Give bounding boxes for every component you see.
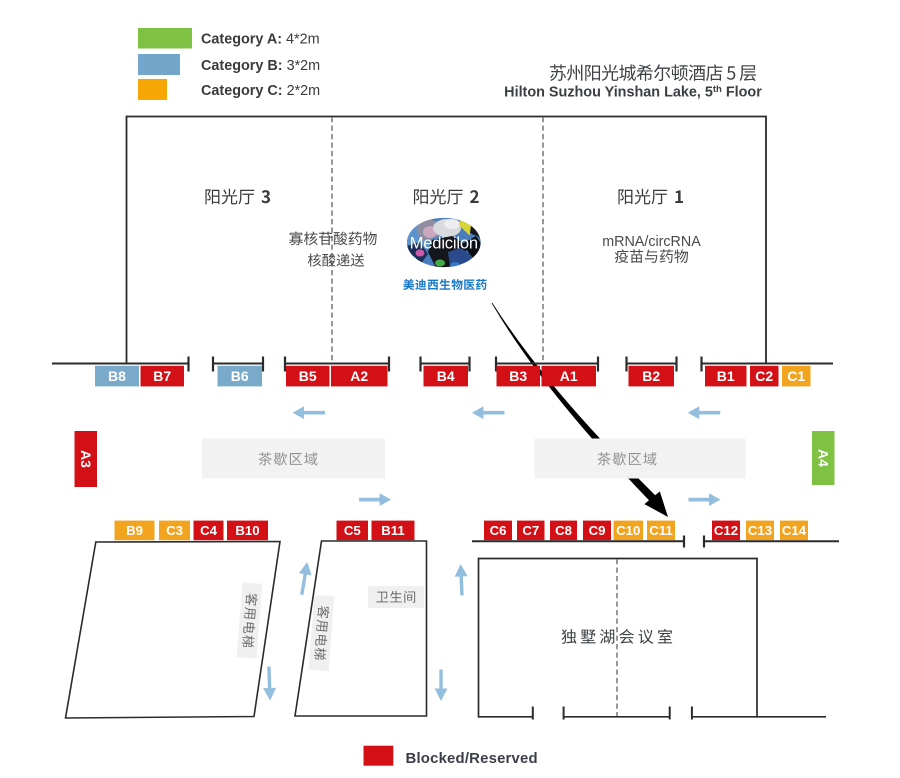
svg-text:C8: C8 — [555, 523, 572, 538]
svg-text:C3: C3 — [166, 523, 183, 538]
svg-text:Medicilon: Medicilon — [410, 234, 478, 253]
svg-text:C4: C4 — [200, 523, 218, 538]
svg-text:C7: C7 — [522, 523, 539, 538]
svg-text:C11: C11 — [649, 523, 672, 538]
svg-text:B7: B7 — [153, 368, 171, 384]
svg-text:B8: B8 — [108, 368, 126, 384]
svg-text:Category B: 3*2m: Category B: 3*2m — [201, 58, 320, 74]
svg-text:C9: C9 — [589, 523, 606, 538]
svg-text:B5: B5 — [299, 368, 317, 384]
svg-text:B6: B6 — [231, 368, 249, 384]
svg-text:C5: C5 — [344, 523, 361, 538]
svg-text:C1: C1 — [787, 368, 805, 384]
svg-text:mRNA/circRNA: mRNA/circRNA — [602, 234, 701, 250]
svg-text:B11: B11 — [381, 523, 404, 538]
svg-text:A2: A2 — [350, 368, 368, 384]
svg-text:B10: B10 — [235, 523, 259, 538]
svg-text:A1: A1 — [560, 368, 578, 384]
svg-text:Hilton Suzhou Yinshan Lake, 5t: Hilton Suzhou Yinshan Lake, 5th Floor — [504, 84, 762, 101]
svg-text:C13: C13 — [748, 523, 772, 538]
svg-text:C14: C14 — [782, 523, 807, 538]
svg-text:B4: B4 — [437, 368, 455, 384]
svg-text:Blocked/Reserved: Blocked/Reserved — [406, 751, 538, 767]
svg-text:B1: B1 — [717, 368, 735, 384]
svg-text:B3: B3 — [509, 368, 527, 384]
svg-text:B9: B9 — [126, 523, 143, 538]
svg-text:A4: A4 — [815, 449, 831, 467]
svg-text:C2: C2 — [755, 368, 773, 384]
svg-text:A3: A3 — [78, 450, 94, 468]
svg-text:Category A: 4*2m: Category A: 4*2m — [201, 32, 320, 48]
svg-text:C12: C12 — [714, 523, 738, 538]
svg-text:C6: C6 — [490, 523, 507, 538]
svg-text:B2: B2 — [642, 368, 660, 384]
svg-text:C10: C10 — [616, 523, 640, 538]
svg-text:Category C: 2*2m: Category C: 2*2m — [201, 83, 320, 99]
